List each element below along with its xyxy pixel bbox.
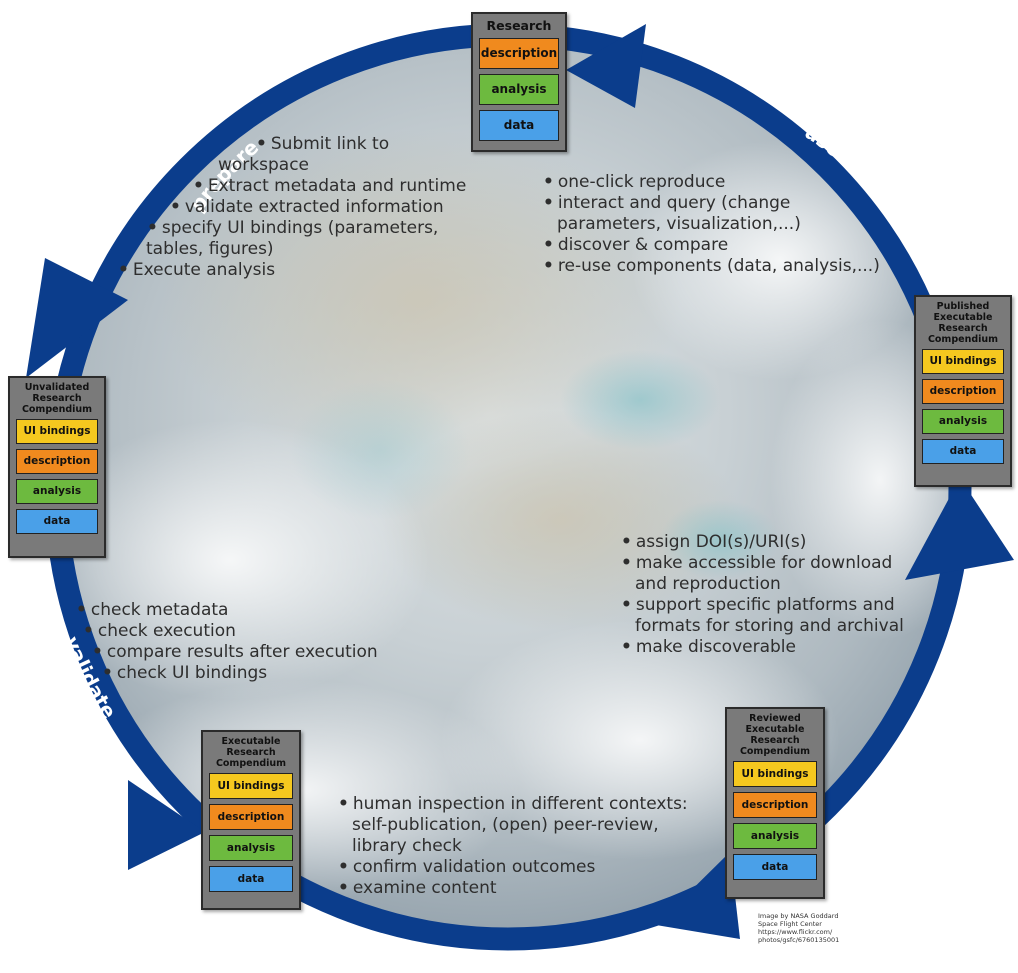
bullet-item: •compare results after execution bbox=[92, 642, 378, 662]
bullet-item: tables, figures) bbox=[146, 239, 274, 259]
layer-data: data bbox=[479, 110, 559, 141]
card-title: Reviewed Executable Research Compendium bbox=[739, 713, 811, 757]
arrowhead-prepare bbox=[26, 258, 128, 378]
layer-analysis: analysis bbox=[733, 823, 817, 849]
layer-data: data bbox=[16, 509, 98, 534]
card-reviewed: Reviewed Executable Research Compendium … bbox=[725, 707, 825, 899]
layer-analysis: analysis bbox=[16, 479, 98, 504]
layer-analysis: analysis bbox=[479, 74, 559, 105]
review-bullets: •human inspection in different contexts:… bbox=[338, 794, 688, 899]
card-title: Unvalidated Research Compendium bbox=[21, 382, 93, 415]
bullet-item: parameters, visualization,...) bbox=[557, 214, 801, 234]
bullet-item: •examine content bbox=[338, 878, 497, 898]
layer-data: data bbox=[922, 439, 1004, 464]
bullet-item: •one-click reproduce bbox=[543, 172, 726, 192]
bullet-item: •discover & compare bbox=[543, 235, 729, 255]
cycle-ring bbox=[26, 23, 1014, 951]
card-title: Research bbox=[486, 18, 552, 33]
card-title: Executable Research Compendium bbox=[215, 736, 287, 769]
card-title: Published Executable Research Compendium bbox=[927, 301, 999, 345]
bullet-item: •re-use components (data, analysis,...) bbox=[543, 256, 880, 276]
card-published: Published Executable Research Compendium… bbox=[914, 295, 1012, 487]
image-credit: Image by NASA Goddard Space Flight Cente… bbox=[758, 912, 840, 944]
bullet-item: self-publication, (open) peer-review, bbox=[352, 815, 659, 835]
layer-analysis: analysis bbox=[922, 409, 1004, 434]
validate-bullets: •check metadata •check execution •compar… bbox=[76, 600, 378, 684]
bullet-item: •make discoverable bbox=[621, 637, 796, 657]
layer-description: description bbox=[209, 804, 293, 830]
layer-analysis: analysis bbox=[209, 835, 293, 861]
layer-ui-bindings: UI bindings bbox=[922, 349, 1004, 374]
card-unvalidated: Unvalidated Research Compendium UI bindi… bbox=[8, 376, 106, 558]
layer-ui-bindings: UI bindings bbox=[209, 773, 293, 799]
layer-ui-bindings: UI bindings bbox=[733, 761, 817, 787]
bullet-item: •Execute analysis bbox=[118, 260, 276, 280]
bullet-item: •check UI bindings bbox=[102, 663, 268, 683]
arrowhead-validate bbox=[128, 780, 205, 870]
bullet-item: •confirm validation outcomes bbox=[338, 857, 596, 877]
use-bullets: •one-click reproduce •interact and query… bbox=[543, 172, 880, 277]
earth-image bbox=[53, 32, 963, 942]
bullet-item: •Extract metadata and runtime bbox=[193, 176, 467, 196]
layer-data: data bbox=[733, 854, 817, 880]
bullet-item: •check execution bbox=[83, 621, 236, 641]
bullet-item: library check bbox=[352, 836, 462, 856]
layer-description: description bbox=[16, 449, 98, 474]
bullet-item: •validate extracted information bbox=[170, 197, 444, 217]
bullet-item: •interact and query (change bbox=[543, 193, 791, 213]
bullet-item: •make accessible for download bbox=[621, 553, 893, 573]
bullet-item: •Submit link to bbox=[256, 134, 390, 154]
bullet-item: formats for storing and archival bbox=[635, 616, 904, 636]
prepare-bullets: •Submit link to workspace •Extract metad… bbox=[118, 134, 466, 281]
bullet-item: •assign DOI(s)/URI(s) bbox=[621, 532, 807, 552]
layer-description: description bbox=[479, 38, 559, 69]
bullet-item: workspace bbox=[218, 155, 310, 175]
arrowhead-use bbox=[566, 24, 646, 108]
arrowhead-review bbox=[656, 852, 740, 939]
bullet-item: •human inspection in different contexts: bbox=[338, 794, 688, 814]
arrowhead-publish bbox=[905, 478, 1014, 580]
card-research: Research description analysis data bbox=[471, 12, 567, 152]
publish-bullets: •assign DOI(s)/URI(s) •make accessible f… bbox=[621, 532, 904, 658]
bullet-item: •support specific platforms and bbox=[621, 595, 895, 615]
card-executable: Executable Research Compendium UI bindin… bbox=[201, 730, 301, 910]
bullet-item: and reproduction bbox=[635, 574, 781, 594]
bullet-item: •specify UI bindings (parameters, bbox=[147, 218, 439, 238]
phase-label-review: review bbox=[460, 948, 535, 972]
layer-data: data bbox=[209, 866, 293, 892]
bullet-item: •check metadata bbox=[76, 600, 229, 620]
layer-description: description bbox=[922, 379, 1004, 404]
layer-description: description bbox=[733, 792, 817, 818]
layer-ui-bindings: UI bindings bbox=[16, 419, 98, 444]
